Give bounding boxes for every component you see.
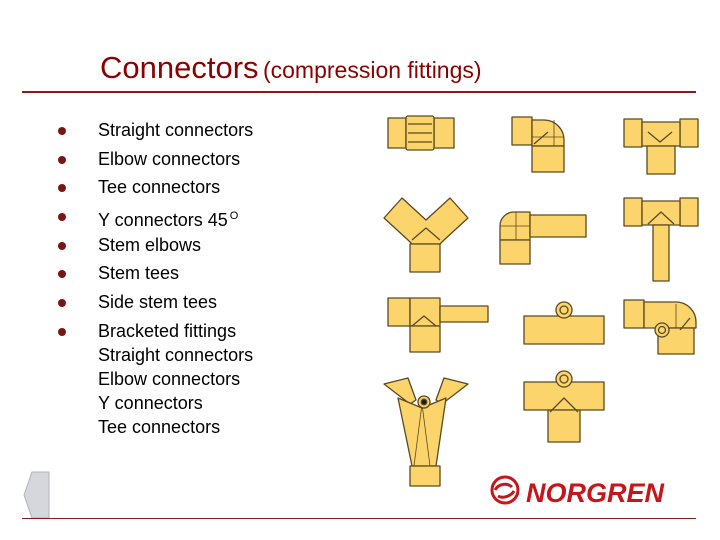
bullet-text: Side stem tees (98, 292, 218, 313)
bullet-dot-icon (58, 213, 66, 222)
bullet-item: Elbow connectors (58, 147, 253, 176)
bullet-text: Stem elbows (98, 234, 202, 255)
bullet-item: Bracketed fittings (58, 319, 253, 348)
y-connector-diagram (383, 197, 469, 273)
bullet-dot-icon (58, 327, 66, 336)
bullet-dot-icon (58, 127, 66, 135)
stem-tee-diagram (623, 197, 699, 282)
page-title: Connectors (compression fittings) (100, 50, 482, 86)
title-subtitle: (compression fittings) (262, 57, 482, 83)
sublist-item: Straight connectors (98, 345, 254, 365)
bracketed-y-connector-diagram (383, 377, 469, 487)
elbow-connector-diagram (511, 116, 565, 173)
logo-text: NORGREN (526, 478, 665, 508)
bullet-dot-icon (58, 241, 66, 250)
bullet-item: Stem elbows (58, 233, 253, 262)
bullet-item: Straight connectors (58, 118, 253, 147)
bracketed-straight-connector-diagram (523, 301, 605, 345)
bullet-text: Elbow connectors (98, 148, 241, 169)
sublist-item: Elbow connectors (98, 369, 241, 389)
norgren-logo-icon: NORGREN (490, 475, 665, 508)
tee-connector-diagram (623, 118, 699, 175)
straight-connector-diagram (387, 115, 455, 151)
title-main: Connectors (100, 50, 259, 85)
bullet-item: Stem tees (58, 261, 253, 290)
bullet-text: Straight connectors (98, 120, 254, 140)
bullet-dot-icon (58, 299, 66, 308)
bullet-dot-icon (58, 155, 66, 164)
bullet-text: Bracketed fittings (98, 320, 237, 341)
footer-divider (22, 518, 696, 519)
stem-elbow-diagram (499, 211, 587, 265)
bullet-dot-icon (58, 270, 66, 279)
bracketed-tee-diagram (523, 370, 605, 443)
bullet-item: Side stem tees (58, 290, 253, 319)
bullet-item: Tee connectors (58, 175, 253, 204)
bullet-text: Stem tees (98, 263, 180, 284)
norgren-logo: NORGREN (486, 474, 698, 513)
bullet-list: Straight connectors Elbow connectors Tee… (58, 118, 253, 348)
bullet-text: Y connectors 45 (98, 210, 228, 231)
side-stem-tee-diagram (387, 297, 489, 353)
degree-superscript: O (229, 210, 239, 223)
bracketed-elbow-diagram (623, 299, 697, 355)
sublist-item: Y connectors (98, 393, 203, 413)
bracketed-fittings-list: Straight connectors Elbow connectors Y c… (98, 343, 253, 439)
back-arrow-icon[interactable] (20, 470, 52, 520)
title-divider (22, 91, 696, 93)
sublist-item: Tee connectors (98, 417, 221, 437)
bullet-dot-icon (58, 184, 66, 193)
bullet-text: Tee connectors (98, 177, 221, 198)
